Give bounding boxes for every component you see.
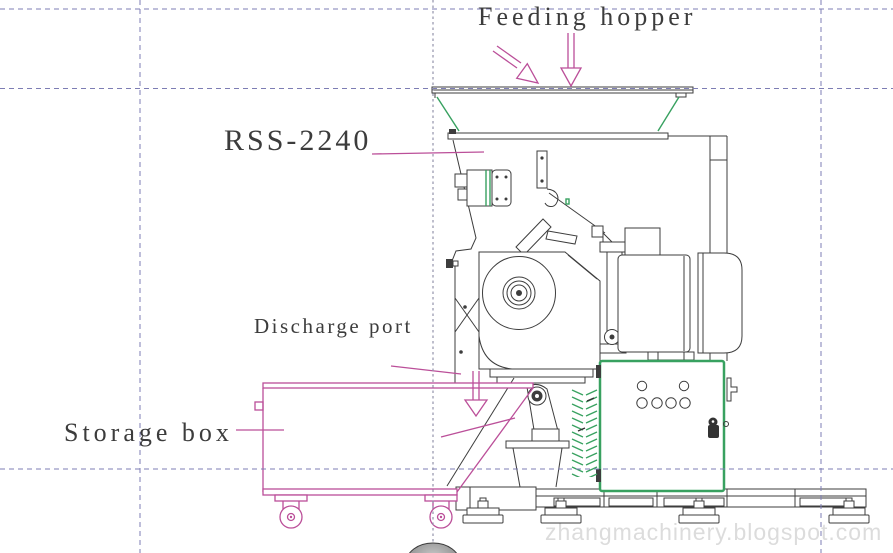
discharge-port-label: Discharge port: [254, 314, 413, 338]
leveling-feet: [462, 497, 870, 524]
bottom-dome-shape: [408, 542, 458, 553]
blade-assembly: [515, 218, 578, 256]
vent-grille: [570, 389, 600, 477]
annotation-leaders: [236, 151, 485, 431]
caster-wheels: [274, 494, 458, 529]
model-number-label: RSS-2240: [224, 124, 372, 157]
discharge-support-stand: [446, 377, 570, 488]
feeding-hopper-label: Feeding hopper: [478, 2, 697, 31]
side-feeder-motor: [454, 169, 512, 207]
main-motor: [617, 227, 743, 361]
model-leader-line: [371, 151, 485, 155]
storage-box-part: [254, 382, 534, 496]
feeding-hopper-part: [431, 86, 727, 140]
control-panel: [596, 359, 738, 493]
hopper-bracket-and-clamp: [536, 150, 570, 207]
feed-direction-arrows: [463, 33, 583, 418]
door-lock-icon: [708, 417, 719, 438]
discharge-arrow-icon: [463, 371, 489, 418]
discharge-leader-line: [390, 365, 462, 375]
down-arrow-icon: [559, 33, 583, 88]
storage-box-label: Storage box: [64, 418, 233, 447]
diagonal-arrow-icon: [492, 45, 540, 84]
rotor-housing: [446, 251, 601, 384]
